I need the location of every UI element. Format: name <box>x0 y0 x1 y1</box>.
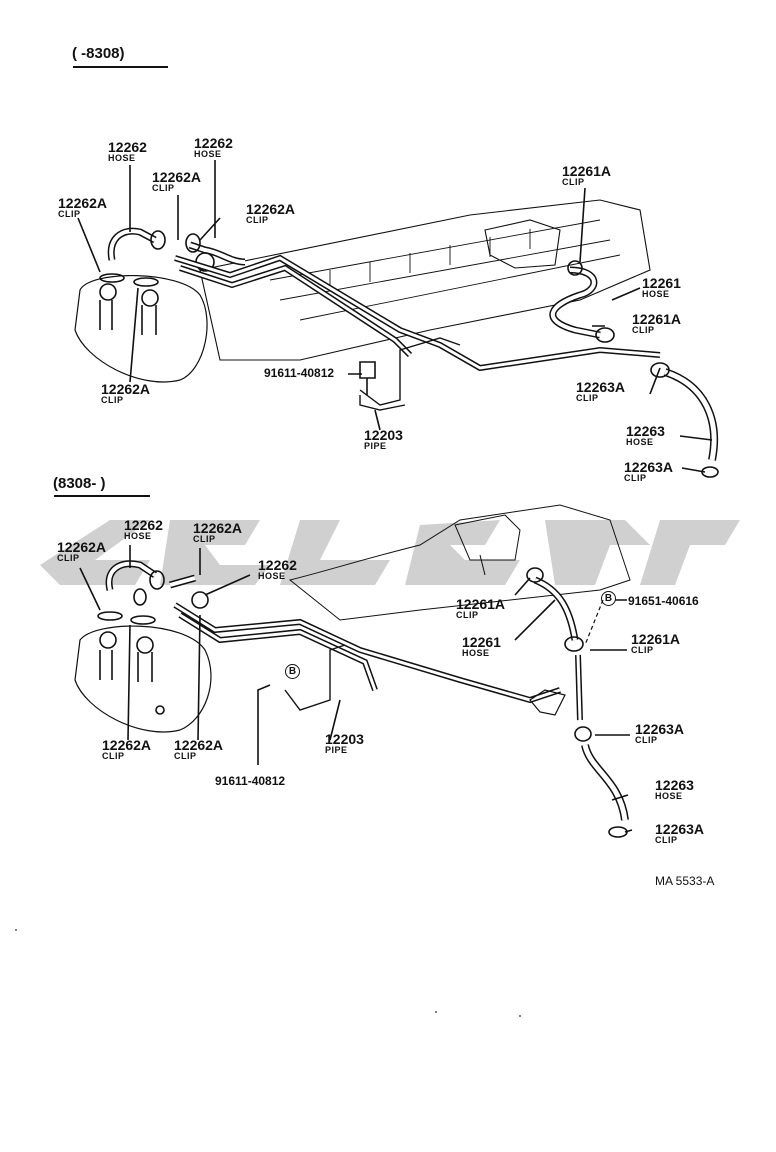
part-desc: CLIP <box>631 645 654 655</box>
top-label-clip-12261a-lower: 12261A CLIP <box>632 312 681 335</box>
part-number: 12203 <box>364 427 403 443</box>
part-desc: CLIP <box>102 751 125 761</box>
part-desc: CLIP <box>562 177 585 187</box>
part-desc: CLIP <box>624 473 647 483</box>
bolt-marker-right: B <box>601 591 616 606</box>
bottom-label-clip-12262a-bottom-right: 12262A CLIP <box>174 738 223 761</box>
top-label-clip-12262a-right: 12262A CLIP <box>246 202 295 225</box>
top-label-clip-12262a-mid: 12262A CLIP <box>152 170 201 193</box>
part-desc: HOSE <box>124 531 152 541</box>
top-label-clip-12262a-left: 12262A CLIP <box>58 196 107 219</box>
bottom-label-clip-12262a-bottom-left: 12262A CLIP <box>102 738 151 761</box>
part-desc: CLIP <box>152 183 175 193</box>
top-label-pipe-12203: 12203 PIPE <box>364 428 403 451</box>
part-number: 12262 <box>194 135 233 151</box>
bottom-label-pipe-12203: 12203 PIPE <box>325 732 364 755</box>
part-desc: HOSE <box>642 289 670 299</box>
bottom-label-hose-12262-left: 12262 HOSE <box>124 518 163 541</box>
part-number: 12262A <box>193 520 243 536</box>
part-number: 12263A <box>635 721 685 737</box>
bottom-label-clip-12263a-upper: 12263A CLIP <box>635 722 684 745</box>
part-desc: CLIP <box>655 835 678 845</box>
part-number: 12262A <box>101 381 151 397</box>
bottom-throttle-body <box>74 625 212 733</box>
part-desc: CLIP <box>246 215 269 225</box>
part-number: 12261 <box>462 634 501 650</box>
part-number: 12261A <box>632 311 682 327</box>
part-number: 12262 <box>258 557 297 573</box>
scan-specks <box>15 929 521 1017</box>
bolt-marker-left: B <box>285 664 300 679</box>
top-bolt-91611 <box>359 361 376 395</box>
top-label-bolt-91611: 91611-40812 <box>264 366 335 380</box>
bottom-hose-12261 <box>533 576 579 641</box>
part-number: 12261A <box>456 596 506 612</box>
part-number: 12263A <box>576 379 626 395</box>
bottom-label-clip-12261a-right: 12261A CLIP <box>631 632 680 655</box>
bottom-label-hose-12261: 12261 HOSE <box>462 635 501 658</box>
part-number: 12262A <box>58 195 108 211</box>
bottom-label-hose-12262-right: 12262 HOSE <box>258 558 297 581</box>
part-number: 12261A <box>631 631 681 647</box>
bottom-label-clip-12262a-top: 12262A CLIP <box>193 521 242 544</box>
part-number: 12262 <box>124 517 163 533</box>
part-desc: CLIP <box>174 751 197 761</box>
top-label-hose-12261: 12261 HOSE <box>642 276 681 299</box>
part-number: 12262A <box>102 737 152 753</box>
figure-code: MA 5533-A <box>655 874 715 888</box>
top-label-clip-12261a-top: 12261A CLIP <box>562 164 611 187</box>
bottom-label-hose-12263: 12263 HOSE <box>655 778 694 801</box>
top-assembly <box>74 160 719 478</box>
part-number: 12262A <box>174 737 224 753</box>
bottom-label-bolt-91651: 91651-40616 <box>628 594 699 608</box>
part-desc: HOSE <box>655 791 683 801</box>
bottom-assembly <box>74 504 633 838</box>
part-number: 12262A <box>246 201 296 217</box>
top-label-clip-12263a-upper: 12263A CLIP <box>576 380 625 403</box>
part-desc: CLIP <box>635 735 658 745</box>
top-engine-block <box>199 199 651 361</box>
top-valve-cover <box>484 219 561 269</box>
part-desc: CLIP <box>193 534 216 544</box>
bottom-label-clip-12263a-lower: 12263A CLIP <box>655 822 704 845</box>
part-desc: CLIP <box>576 393 599 403</box>
part-number: 12262A <box>57 539 107 555</box>
header-bottom: (8308- ) <box>53 475 106 492</box>
top-label-hose-12262-left: 12262 HOSE <box>108 140 147 163</box>
part-desc: CLIP <box>456 610 479 620</box>
part-desc: CLIP <box>57 553 80 563</box>
bottom-label-clip-12261a-left: 12261A CLIP <box>456 597 505 620</box>
top-label-clip-12263a-lower: 12263A CLIP <box>624 460 673 483</box>
part-number: 12261A <box>562 163 612 179</box>
part-number: 12263A <box>624 459 674 475</box>
part-number: 12261 <box>642 275 681 291</box>
bottom-engine-block <box>288 504 631 621</box>
part-desc: CLIP <box>58 209 81 219</box>
bottom-label-bolt-91611: 91611-40812 <box>215 774 286 788</box>
part-desc: PIPE <box>364 441 387 451</box>
part-desc: CLIP <box>632 325 655 335</box>
part-desc: PIPE <box>325 745 348 755</box>
watermark-logo <box>40 520 740 585</box>
top-label-hose-12262-right: 12262 HOSE <box>194 136 233 159</box>
part-number: 12262 <box>108 139 147 155</box>
part-desc: HOSE <box>108 153 136 163</box>
top-label-clip-12262a-bottom: 12262A CLIP <box>101 382 150 405</box>
part-desc: CLIP <box>101 395 124 405</box>
top-label-hose-12263: 12263 HOSE <box>626 424 665 447</box>
top-throttle-body <box>74 274 208 383</box>
part-desc: HOSE <box>626 437 654 447</box>
part-desc: HOSE <box>258 571 286 581</box>
part-number: 12263 <box>626 423 665 439</box>
header-top: ( -8308) <box>72 45 125 62</box>
part-desc: HOSE <box>462 648 490 658</box>
part-number: 12262A <box>152 169 202 185</box>
bottom-label-clip-12262a-left: 12262A CLIP <box>57 540 106 563</box>
part-number: 12203 <box>325 731 364 747</box>
part-desc: HOSE <box>194 149 222 159</box>
part-number: 12263 <box>655 777 694 793</box>
part-number: 12263A <box>655 821 705 837</box>
